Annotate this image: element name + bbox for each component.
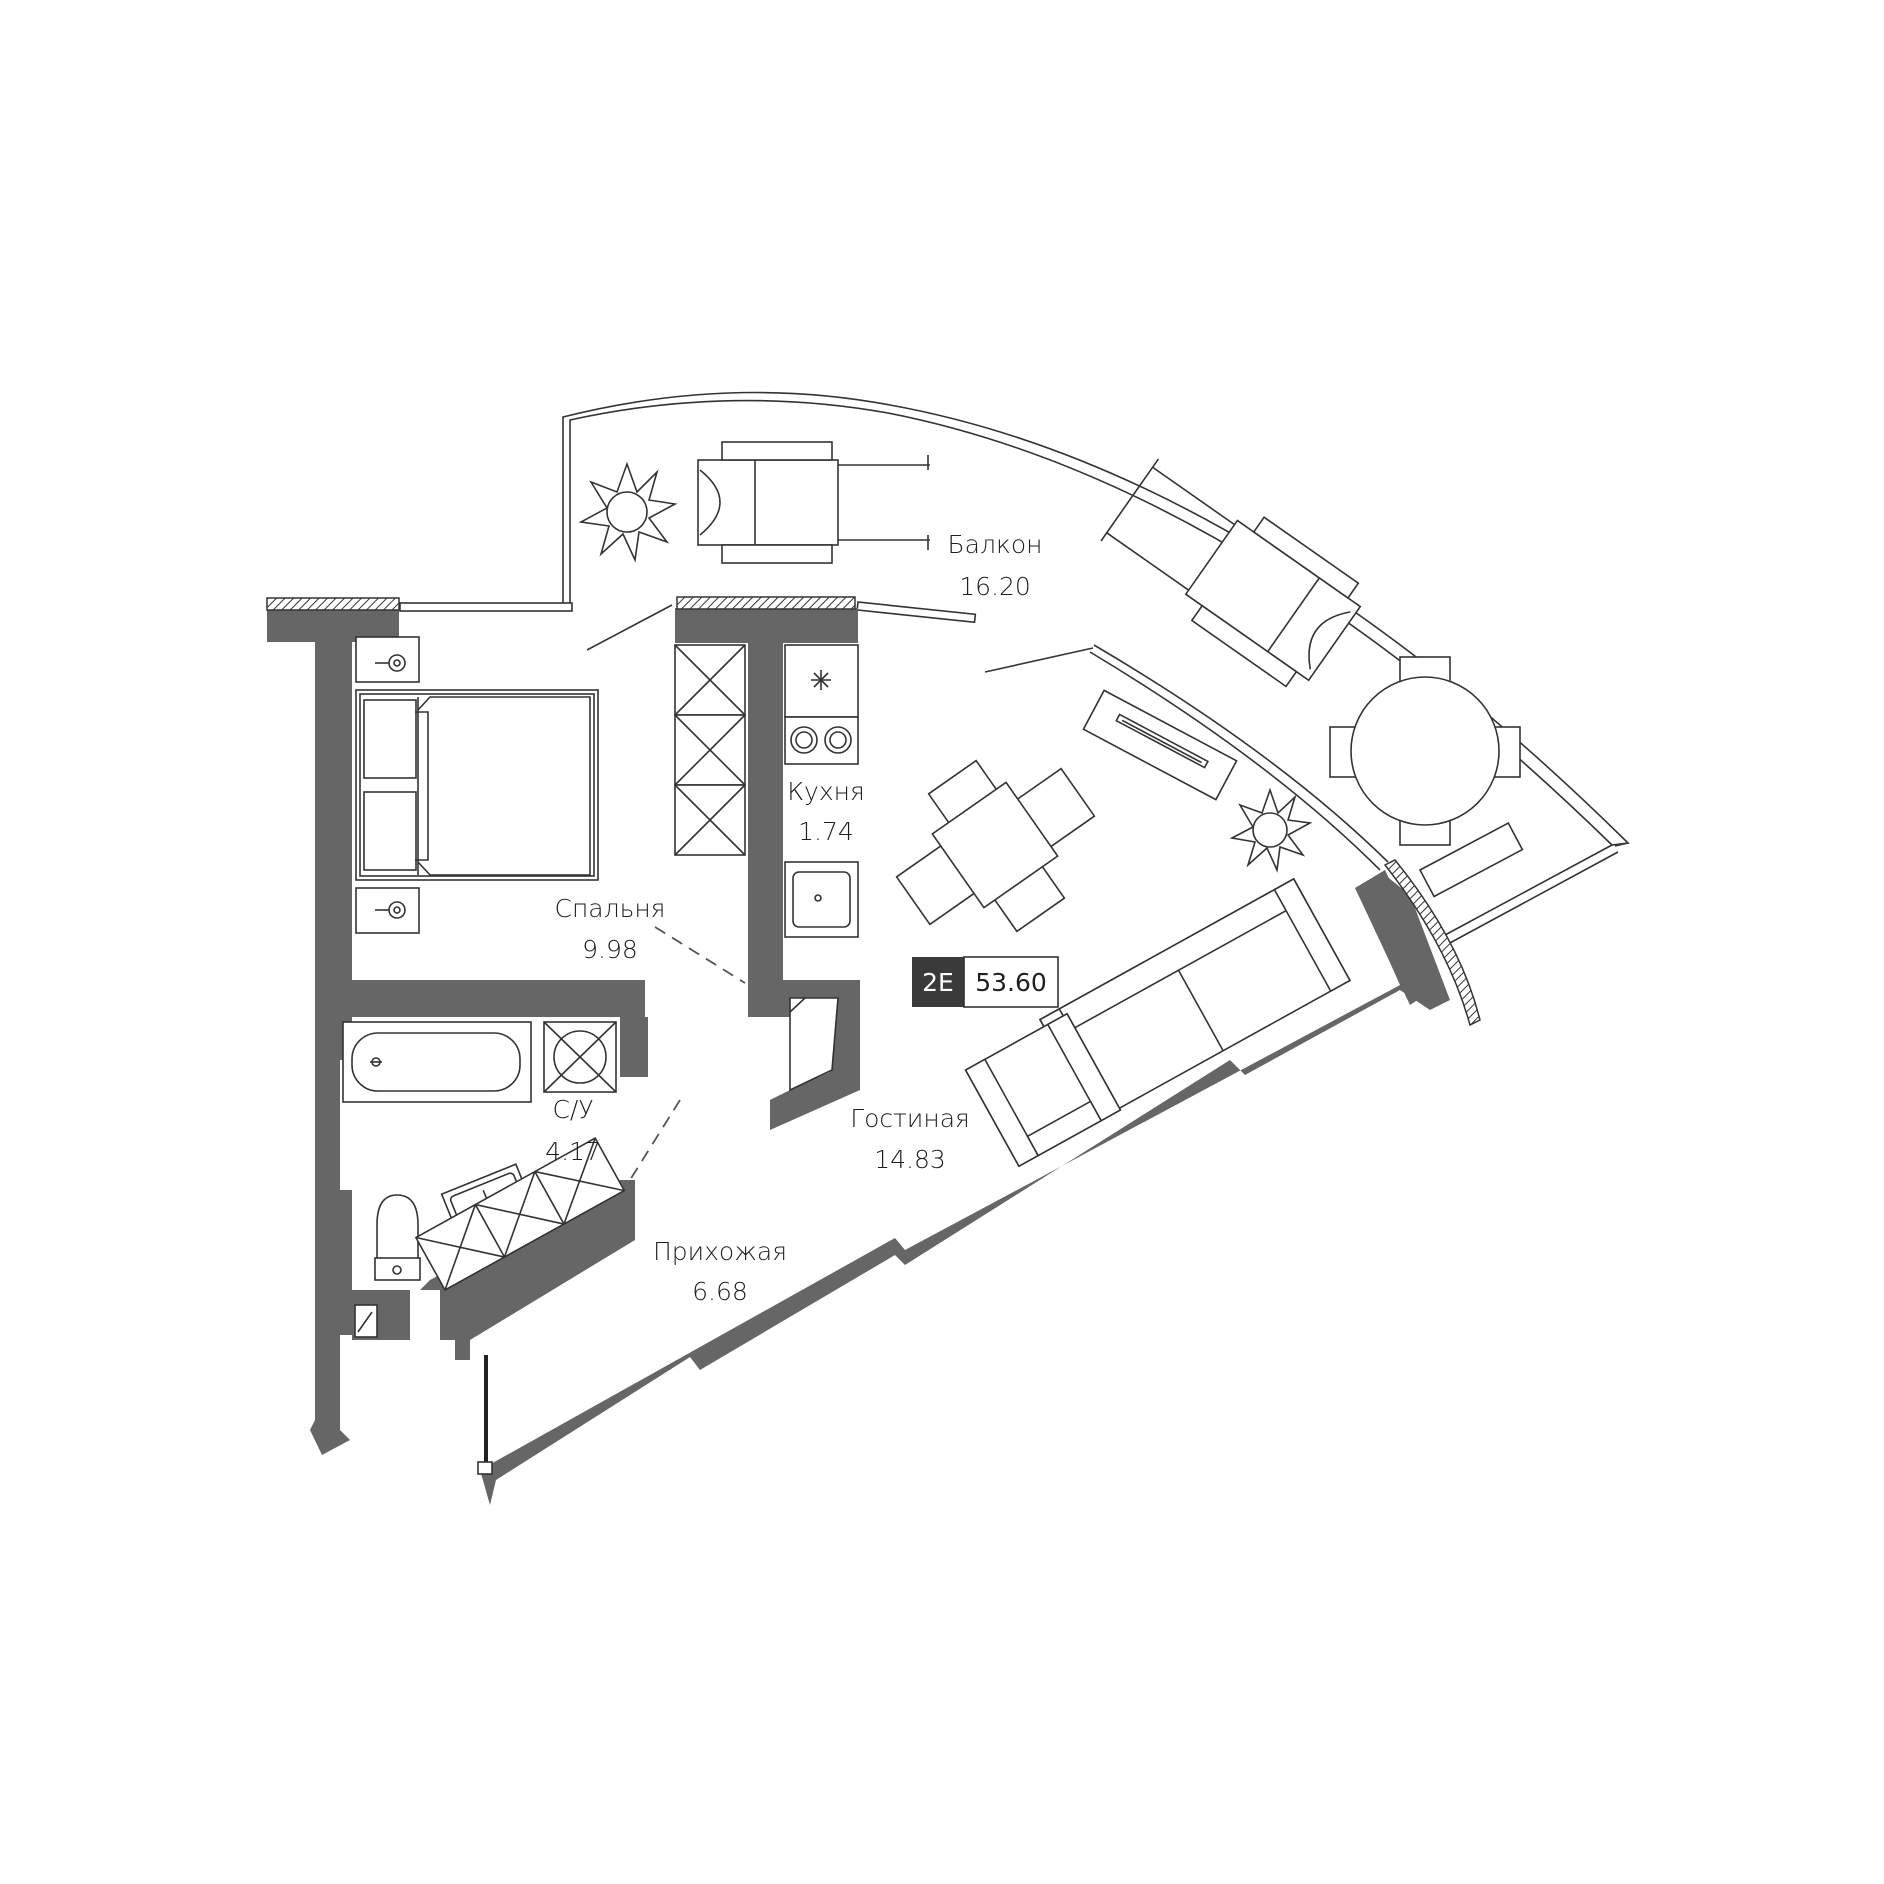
sun-lounger-icon [697,441,930,564]
wardrobe-icon [414,1137,626,1292]
side-table-icon [1418,821,1524,898]
room-name: Спальня [555,894,666,923]
palm-plant-icon [578,461,678,563]
nightstand-icon [355,636,420,934]
room-name: Балкон [948,530,1043,559]
toilet-icon [374,1194,421,1281]
dining-table-icon [895,759,1096,933]
apartment-type: 2E [922,968,954,997]
room-name: Кухня [787,777,865,806]
kitchen-cabinets [674,644,746,856]
room-label-living: Гостиная 14.83 [850,1104,970,1174]
type-badge-bg [912,957,964,1007]
room-area: 9.98 [582,935,638,964]
sun-lounger-icon [1100,458,1362,688]
room-name: С/У [552,1095,593,1124]
door-swings [586,604,1094,1181]
round-table-icon [1329,656,1521,846]
room-area: 1.74 [798,817,854,846]
walls [266,596,1481,1505]
area-badge-bg [963,956,1059,1008]
bed-icon [355,689,599,881]
room-label-kitchen: Кухня 1.74 [787,777,865,846]
room-area: 4.17 [545,1137,601,1166]
room-label-bedroom: Спальня 9.98 [555,894,666,964]
tv-stand-icon [1082,689,1238,801]
room-area: 14.83 [874,1145,946,1174]
kitchen-counter [784,644,859,938]
fan-icon [811,670,831,690]
room-label-hallway: Прихожая 6.68 [653,1237,787,1306]
room-area: 16.20 [959,572,1031,601]
room-name: Прихожая [653,1237,787,1266]
entrance-door [477,1355,493,1475]
total-area: 53.60 [975,968,1047,997]
armchair-icon [964,1012,1122,1168]
balcony-outline [562,391,1630,945]
bathtub-icon [342,1021,532,1103]
room-label-bathroom: С/У 4.17 [545,1095,601,1166]
bath-door-icon [354,1304,378,1338]
room-area: 6.68 [692,1277,748,1306]
room-label-balcony: Балкон 16.20 [948,530,1043,601]
utility-closet-icon [789,997,839,1092]
palm-plant-icon [1229,787,1313,873]
balcony-glazing [399,601,1389,871]
room-name: Гостиная [850,1104,970,1133]
washing-machine-icon [543,1021,617,1093]
apartment-badge: 2E 53.60 [912,956,1059,1008]
